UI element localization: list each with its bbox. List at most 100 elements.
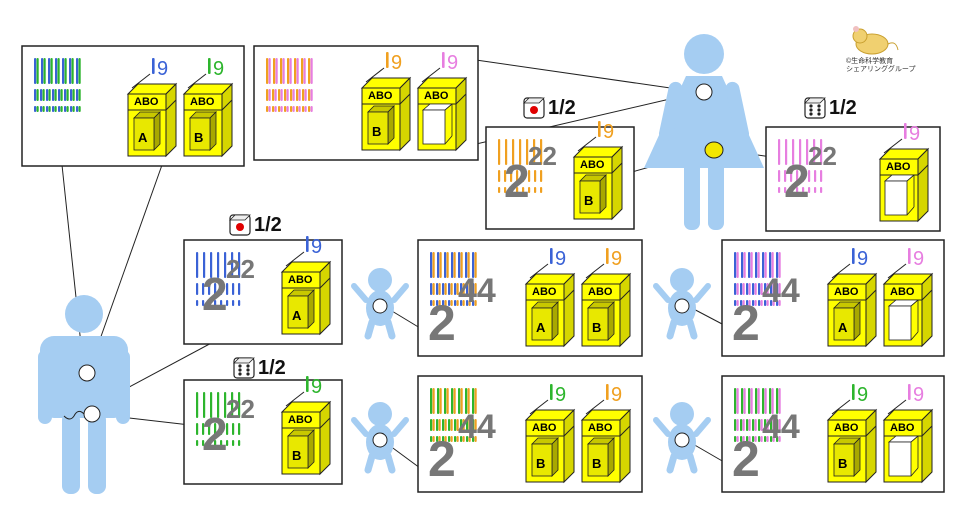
abo-gene-box: ABO [883, 409, 933, 483]
abo-gene-box: ABO B [827, 409, 877, 483]
allele-letter: A [838, 320, 848, 335]
chromosome-9-label: 9 [603, 121, 614, 143]
abo-gene-box: ABO [879, 148, 929, 222]
mother-figure [644, 34, 764, 230]
chromosome-count-44: 44 [458, 272, 496, 310]
credit-text: ©生命科学教育 シェアリンググループ [846, 58, 916, 73]
baby-figure-3 [351, 402, 409, 474]
allele-letter: B [536, 456, 545, 471]
sperm-icon [83, 405, 101, 423]
chromosome-count-22: 22 [808, 141, 837, 171]
chromosome-9-label: 9 [555, 384, 566, 406]
mascot-mouse-icon [852, 26, 899, 55]
chromosome-9-label: 9 [909, 123, 920, 145]
abo-label: ABO [834, 422, 859, 434]
chromosome-9-label: 9 [391, 52, 402, 74]
chromosome-9-label: 9 [447, 52, 458, 74]
abo-gene-box: ABO A [525, 273, 575, 347]
abo-gene-box: ABO A [127, 83, 177, 157]
chromosome-count-2: 2 [428, 295, 456, 351]
chromosome-9-label: 9 [857, 248, 868, 270]
chromosome-count-44: 44 [458, 408, 496, 446]
abo-label: ABO [588, 286, 613, 298]
chromosome-count-22: 22 [528, 141, 557, 171]
abo-gene-box: ABO B [581, 273, 631, 347]
abo-label: ABO [368, 90, 393, 102]
chromosome-count-2: 2 [732, 295, 760, 351]
chromosome-9-label: 9 [311, 376, 322, 398]
allele-letter: B [592, 456, 601, 471]
chromosome-9-label: 9 [157, 58, 168, 80]
abo-label: ABO [190, 96, 215, 108]
abo-gene-box: ABO B [525, 409, 575, 483]
abo-label: ABO [890, 286, 915, 298]
chromosome-count-44: 44 [762, 408, 800, 446]
chromosome-9-label: 9 [913, 384, 924, 406]
allele-letter: A [292, 308, 302, 323]
dice-one-icon-2 [229, 214, 251, 236]
allele-letter: B [592, 320, 601, 335]
abo-gene-box: ABO B [361, 77, 411, 151]
chromosome-count-2: 2 [202, 408, 228, 460]
abo-label: ABO [588, 422, 613, 434]
chromosome-count-22: 22 [226, 254, 255, 284]
allele-letter: A [536, 320, 546, 335]
abo-gene-box: ABO [883, 273, 933, 347]
abo-label: ABO [890, 422, 915, 434]
chromosome-9-label: 9 [913, 248, 924, 270]
abo-label: ABO [532, 286, 557, 298]
chromosome-9-label: 9 [611, 248, 622, 270]
chromosome-count-2: 2 [732, 431, 760, 487]
dice-one-icon [523, 97, 545, 119]
chromosome-9-label: 9 [213, 58, 224, 80]
abo-label: ABO [532, 422, 557, 434]
allele-letter: B [584, 193, 593, 208]
allele-letter: A [138, 130, 148, 145]
abo-label: ABO [134, 96, 159, 108]
father-figure [38, 295, 130, 494]
chromosome-9-label: 9 [857, 384, 868, 406]
allele-letter: B [838, 456, 847, 471]
abo-label: ABO [288, 414, 313, 426]
egg-icon [704, 141, 724, 159]
chromosome-count-2: 2 [202, 268, 228, 320]
allele-letter: B [194, 130, 203, 145]
abo-label: ABO [886, 161, 911, 173]
mother-cell-icon [695, 83, 713, 101]
chromosome-count-44: 44 [762, 272, 800, 310]
baby-figure-1 [351, 268, 409, 340]
sperm-a-probability: 1/2 [254, 214, 282, 236]
chromosome-9-label: 9 [611, 384, 622, 406]
dice-six-icon [804, 97, 826, 119]
allele-letter: B [372, 124, 381, 139]
abo-gene-box: ABO B [183, 83, 233, 157]
baby-figure-2 [653, 268, 711, 340]
egg-o-probability: 1/2 [829, 97, 857, 119]
chromosome-count-2: 2 [428, 431, 456, 487]
chromosome-count-2: 2 [784, 155, 810, 207]
sperm-b-probability: 1/2 [258, 357, 286, 379]
abo-label: ABO [834, 286, 859, 298]
abo-label: ABO [424, 90, 449, 102]
abo-gene-box: ABO B [581, 409, 631, 483]
abo-gene-box: ABO A [827, 273, 877, 347]
chromosome-count-2: 2 [504, 155, 530, 207]
abo-label: ABO [580, 159, 605, 171]
abo-gene-box: ABO B [573, 146, 623, 220]
chromosome-9-label: 9 [555, 248, 566, 270]
chromosome-9-label: 9 [311, 236, 322, 258]
chromosome-count-22: 22 [226, 394, 255, 424]
